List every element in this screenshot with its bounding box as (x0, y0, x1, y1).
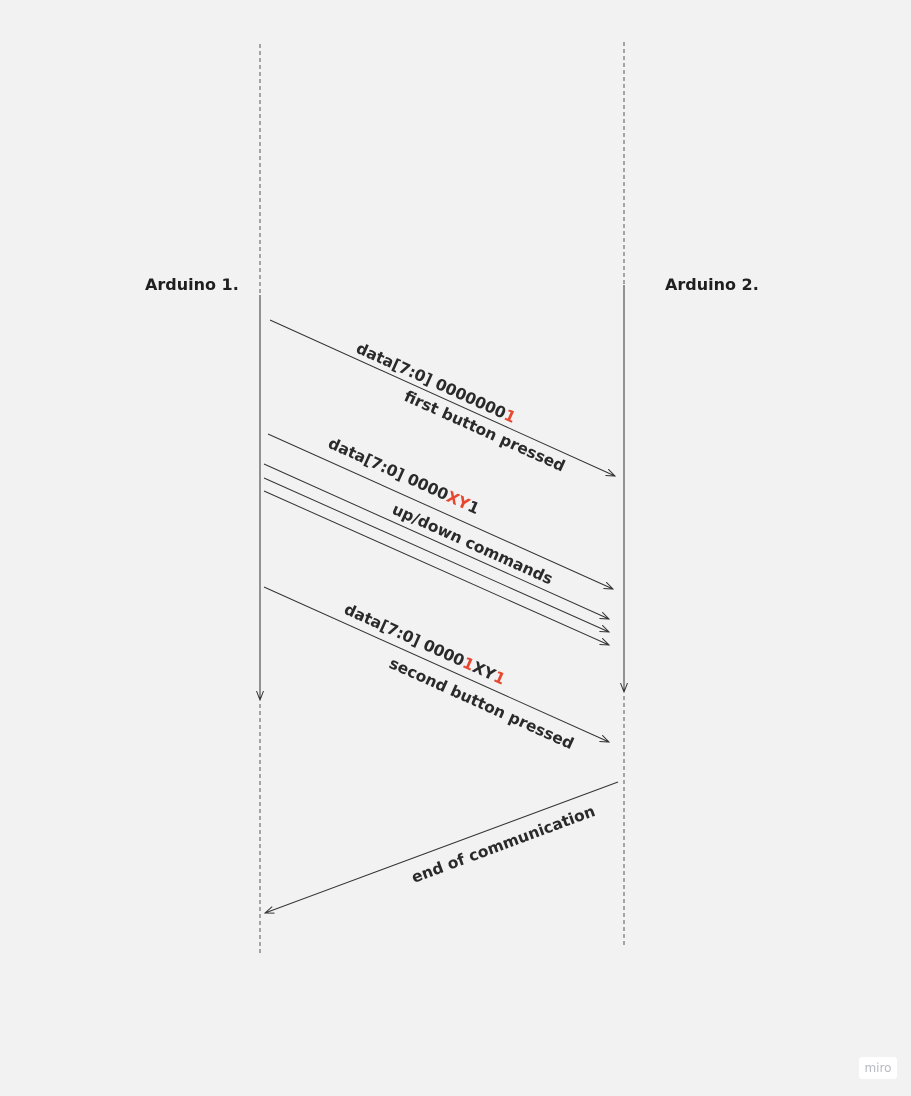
message-arrow-updown (267, 433, 613, 589)
message-arrow-end (265, 781, 619, 913)
participant-arduino-2: Arduino 2. (665, 275, 759, 294)
message-arrow-second (263, 586, 609, 742)
participant-arduino-1: Arduino 1. (145, 275, 239, 294)
message-caption-end: end of communication (409, 802, 597, 887)
message-arrow-first (269, 319, 615, 476)
miro-watermark: miro (859, 1057, 897, 1079)
message-arrow-updown (263, 477, 609, 632)
message-arrow-updown (263, 490, 609, 645)
message-arrow-updown (263, 463, 609, 619)
